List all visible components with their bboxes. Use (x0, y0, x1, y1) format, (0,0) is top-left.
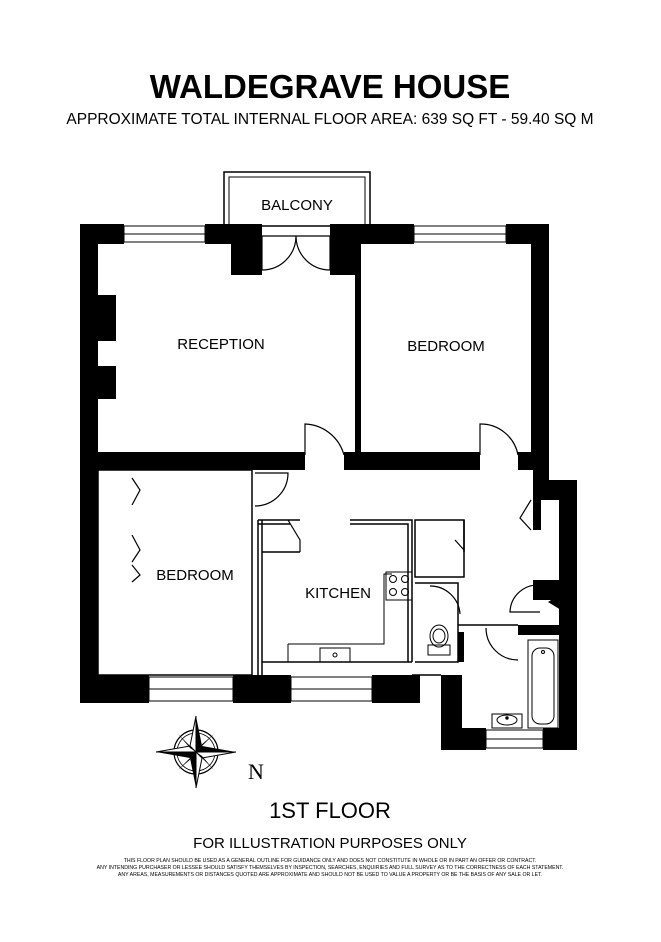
bedroom-label-left: BEDROOM (156, 567, 234, 584)
illustration-note: FOR ILLUSTRATION PURPOSES ONLY (193, 835, 467, 852)
entrance-arrow (548, 594, 574, 610)
windows (123, 225, 544, 749)
walls (80, 224, 577, 750)
kitchen-label: KITCHEN (305, 585, 371, 602)
kitchen-fittings (287, 571, 413, 663)
disclaimer-line-2: ANY INTENDING PURCHASER OR LESSEE SHOULD… (97, 865, 564, 871)
bathtub (527, 639, 559, 729)
floor-area-text: APPROXIMATE TOTAL INTERNAL FLOOR AREA: 6… (66, 111, 593, 128)
disclaimer-line-1: THIS FLOOR PLAN SHOULD BE USED AS A GENE… (124, 858, 537, 864)
basin (491, 713, 523, 729)
disclaimer-line-3: ANY AREAS, MEASUREMENTS OR DISTANCES QUO… (118, 872, 542, 878)
bedroom-label-right: BEDROOM (407, 338, 485, 355)
balcony (223, 171, 371, 227)
reception-label: RECEPTION (177, 336, 265, 353)
toilet (427, 624, 451, 656)
compass-icon (155, 715, 237, 789)
property-title: WALDEGRAVE HOUSE (150, 68, 511, 105)
balcony-label: BALCONY (261, 197, 333, 214)
doors (131, 235, 541, 661)
floor-label: 1ST FLOOR (269, 798, 391, 823)
north-label: N (248, 759, 264, 784)
